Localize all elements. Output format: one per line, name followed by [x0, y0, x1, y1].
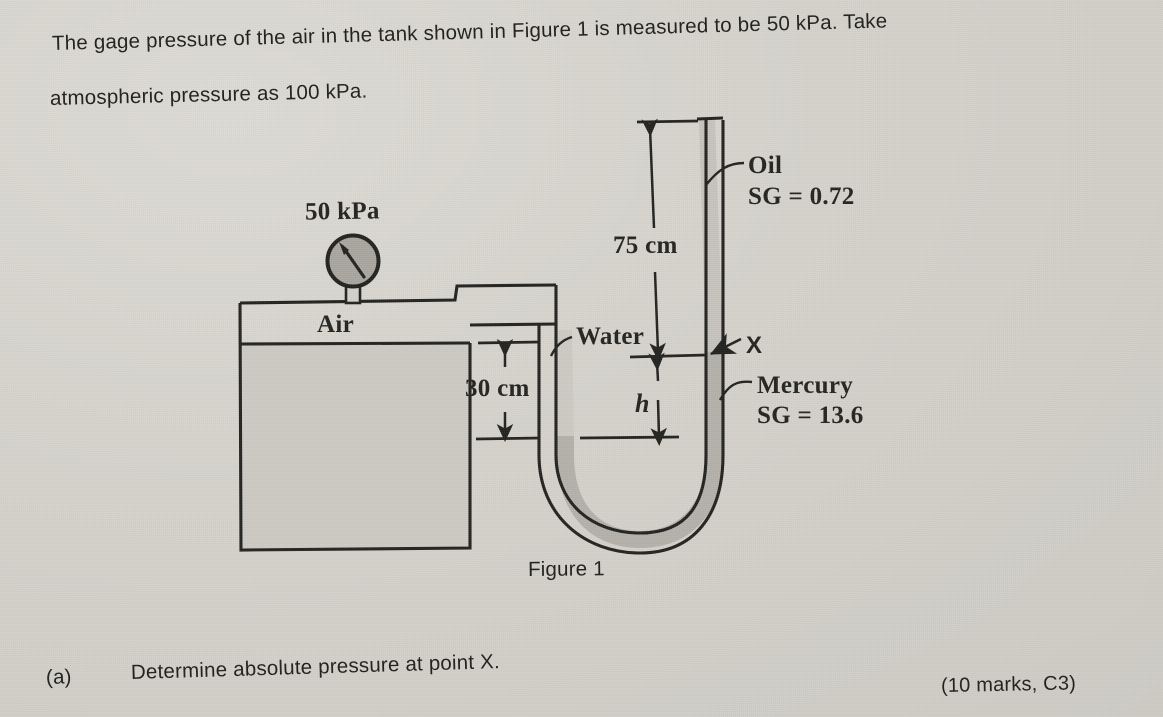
water-label: Water	[576, 323, 645, 350]
leader-lines	[549, 161, 753, 401]
dimension-30cm	[475, 339, 541, 443]
dimension-30cm-label: 30 cm	[465, 375, 530, 402]
oil-label: Oil	[748, 152, 783, 179]
u-bend-outline	[537, 120, 725, 555]
mercury-sg-label: SG = 13.6	[757, 402, 864, 429]
gauge-reading-label: 50 kPa	[304, 197, 380, 226]
tank-gas-label: Air	[317, 311, 354, 338]
point-x-label: X	[746, 332, 763, 359]
oil-region	[699, 119, 723, 352]
gauge-needle	[339, 242, 366, 279]
point-x-arrow	[710, 333, 742, 356]
mercury-region	[557, 352, 723, 548]
riser-water-region	[556, 330, 574, 436]
oil-sg-label: SG = 0.72	[748, 183, 855, 210]
mercury-label: Mercury	[757, 372, 854, 399]
dimension-h	[579, 352, 680, 446]
part-a-label: (a)	[45, 665, 72, 689]
figure-caption: Figure 1	[527, 557, 605, 581]
tank-water-region	[241, 343, 470, 550]
dimension-75cm	[629, 118, 707, 361]
manometer-left-leg	[469, 285, 558, 436]
dimension-75cm-label: 75 cm	[613, 232, 678, 259]
oil-tube-open-top	[696, 116, 724, 121]
mercury-height-label: h	[635, 389, 650, 418]
pressure-gauge	[325, 233, 381, 305]
marks-allocation: (10 marks, C3)	[940, 672, 1077, 697]
